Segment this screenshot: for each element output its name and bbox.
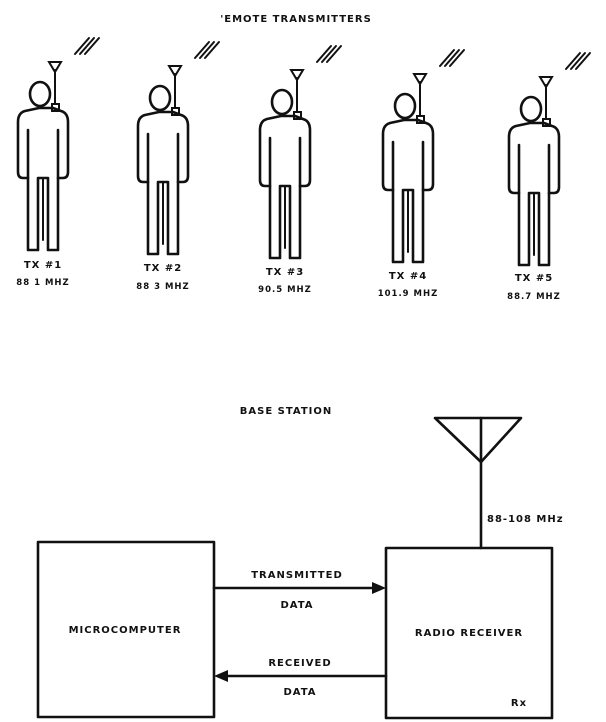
tx1-freq-label: 88 1 MHZ [16,278,69,288]
transmitted-data-label: DATA [280,600,313,611]
transmitted-label: TRANSMITTED [251,570,343,581]
received-label: RECEIVED [268,658,331,669]
tx5-person-icon [507,52,591,267]
transmitter-figures [16,37,591,267]
tx2-freq-label: 88 3 MHZ [136,282,189,292]
transmitted-data-arrow [212,582,386,594]
remote-transmitters-title: 'EMOTE TRANSMITTERS [220,14,372,25]
microcomputer-label: MICROCOMPUTER [69,625,182,636]
tx4-freq-label: 101.9 MHZ [378,289,439,299]
tx3-freq-label: 90.5 MHZ [258,285,312,295]
antenna-band-label: 88-108 MHz [487,514,564,525]
tx5-freq-label: 88.7 MHZ [507,292,561,302]
tx1-id-label: TX #1 [24,260,62,271]
tx2-id-label: TX #2 [144,263,182,274]
tx4-id-label: TX #4 [389,271,427,282]
received-data-arrow [214,670,388,682]
tx3-person-icon [258,45,342,260]
radio-receiver-box [384,546,554,720]
tx5-id-label: TX #5 [515,273,553,284]
tx1-person-icon [16,37,100,252]
receiver-tag-label: Rx [511,698,527,709]
radio-receiver-label: RADIO RECEIVER [415,628,523,639]
tx2-person-icon [136,41,220,256]
base-station-title: BASE STATION [240,406,333,417]
microcomputer-box [36,540,216,719]
base-antenna-icon [433,416,523,550]
received-data-label: DATA [283,687,316,698]
tx3-id-label: TX #3 [266,267,304,278]
tx4-person-icon [381,49,465,264]
